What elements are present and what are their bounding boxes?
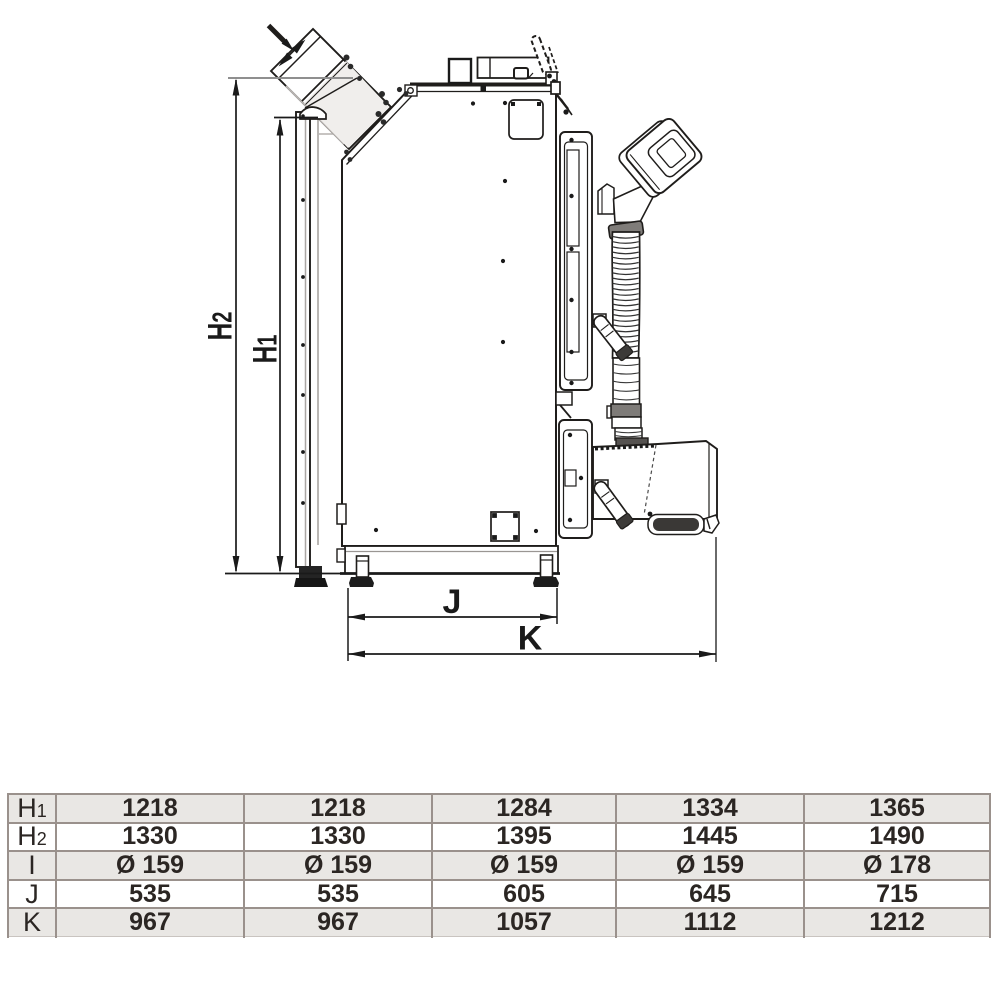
svg-text:K: K — [518, 620, 543, 658]
svg-text:H2: H2 — [202, 312, 240, 341]
svg-text:H1: H1 — [247, 335, 285, 364]
svg-text:J: J — [443, 583, 462, 621]
